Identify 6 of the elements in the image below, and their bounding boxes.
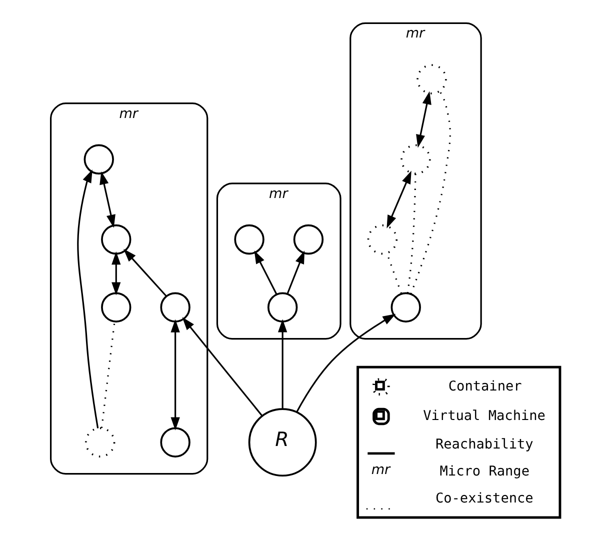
legend-label: Micro Range xyxy=(439,463,529,480)
legend-label: Reachability xyxy=(434,436,533,452)
legend-label: Virtual Machine xyxy=(422,408,545,424)
legend-label: Container xyxy=(448,378,522,394)
label: mr xyxy=(370,462,390,478)
legend-label: Co-existence xyxy=(434,490,533,506)
